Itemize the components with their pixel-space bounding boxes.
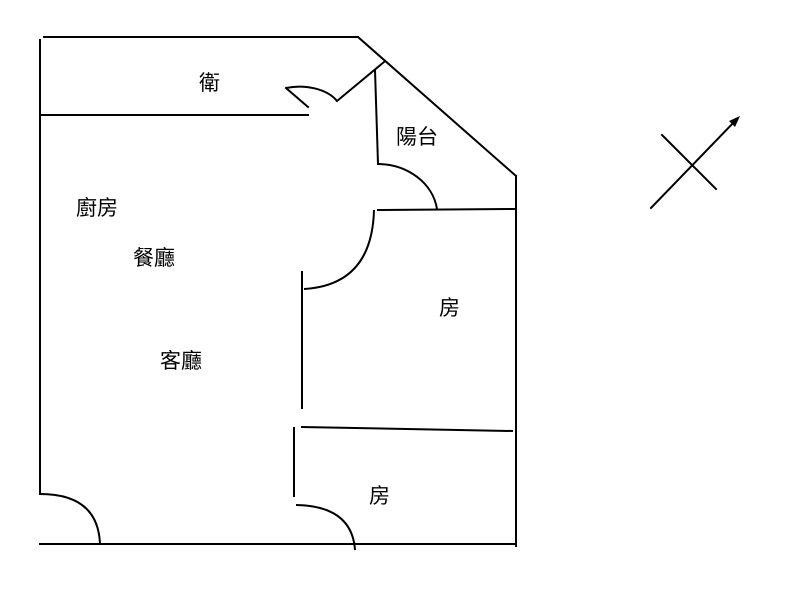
- walls: [39, 35, 518, 547]
- bedroom-1-door-arc: [303, 209, 375, 290]
- living-label: 客廳: [160, 349, 202, 373]
- bathroom-label: 衛: [199, 71, 220, 95]
- bathroom-door-jamb: [284, 86, 310, 109]
- bathroom-door-leaf: [335, 60, 386, 103]
- kitchen-label: 廚房: [76, 196, 118, 220]
- room-labels: 衛 陽台 廚房 餐廳 客廳 房 房: [76, 71, 460, 508]
- north-arrow-icon: [649, 116, 740, 210]
- bathroom-door-arc: [285, 85, 338, 102]
- compass-arrowhead: [729, 116, 740, 127]
- outer-wall-diagonal: [356, 35, 518, 178]
- compass-pointer-line: [649, 118, 738, 210]
- bedroom-1-wall-top: [376, 207, 518, 212]
- compass-cross-line: [660, 133, 718, 191]
- balcony-wall-left: [373, 68, 380, 166]
- door-swings: [39, 85, 438, 551]
- balcony-label: 陽台: [396, 125, 438, 149]
- entrance-door-arc: [39, 493, 101, 545]
- bedroom-2-door-arc: [295, 504, 356, 551]
- dining-label: 餐廳: [133, 246, 175, 270]
- bedroom-2-label: 房: [369, 484, 390, 508]
- balcony-door-arc: [377, 163, 438, 210]
- bedroom-divider-wall: [300, 425, 514, 433]
- bedroom-1-label: 房: [439, 296, 460, 320]
